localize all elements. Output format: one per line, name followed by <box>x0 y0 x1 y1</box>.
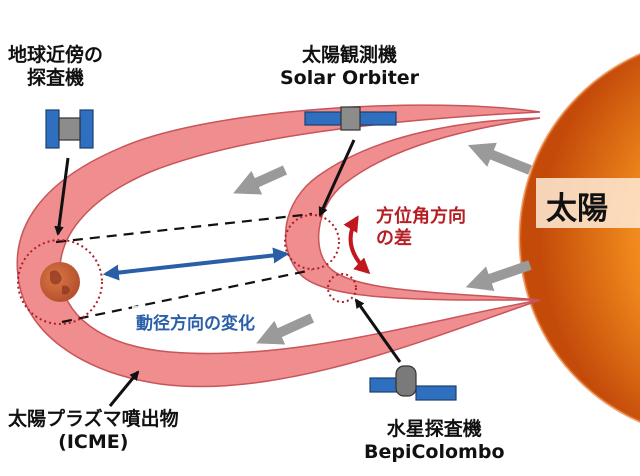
expansion-arrow <box>256 313 315 345</box>
cme-inner <box>284 117 541 301</box>
solar-orbiter-label: 太陽観測機 Solar Orbiter <box>280 44 419 90</box>
expansion-arrow <box>465 260 532 292</box>
sun-icon <box>518 53 640 423</box>
dashed-line-top <box>55 212 313 244</box>
bepicolombo-line1: 水星探査機 <box>386 418 482 440</box>
bepicolombo-line2: BepiColombo <box>364 440 505 463</box>
earth-region <box>17 239 103 325</box>
azimuth-difference-line2: の差 <box>376 227 412 249</box>
solar-orbiter-line1: 太陽観測機 <box>302 44 398 66</box>
satellite-icon <box>45 109 94 149</box>
azimuth-difference-arrow <box>343 215 371 275</box>
expansion-arrow <box>467 142 532 175</box>
cme-outer <box>16 104 541 388</box>
near-earth-probe-label: 地球近傍の 探査機 <box>8 44 103 90</box>
near-earth-probe-line2: 探査機 <box>27 66 85 89</box>
near-earth-pointer <box>54 157 70 236</box>
sun-label-panel <box>536 178 640 228</box>
near-earth-probe-line1: 地球近傍の <box>8 44 104 66</box>
expansion-arrow <box>233 165 288 195</box>
earth-icon <box>40 262 80 302</box>
solar-orbiter-line2: Solar Orbiter <box>280 66 420 89</box>
solar-orbiter-region <box>284 214 340 270</box>
bepicolombo-region <box>327 273 357 303</box>
azimuth-difference-label: 方位角方向 の差 <box>376 206 466 249</box>
bepicolombo-label: 水星探査機 BepiColombo <box>364 418 505 464</box>
radial-change-label: 動径方向の変化 <box>136 314 255 334</box>
satellite-icon <box>369 365 457 401</box>
cme-line1: 太陽プラズマ噴出物 <box>8 408 179 430</box>
satellite-icon <box>304 106 397 131</box>
cme-pointer <box>108 370 140 407</box>
azimuth-difference-line1: 方位角方向 <box>376 206 466 227</box>
radial-label-panel <box>132 306 258 336</box>
solar-orbiter-pointer <box>318 139 356 217</box>
bepicolombo-pointer <box>354 298 402 363</box>
sun-label: 太陽 <box>546 191 608 227</box>
radial-change-arrow <box>102 247 290 281</box>
cme-label: 太陽プラズマ噴出物 (ICME) <box>8 408 179 454</box>
cme-line2: (ICME) <box>58 430 129 453</box>
